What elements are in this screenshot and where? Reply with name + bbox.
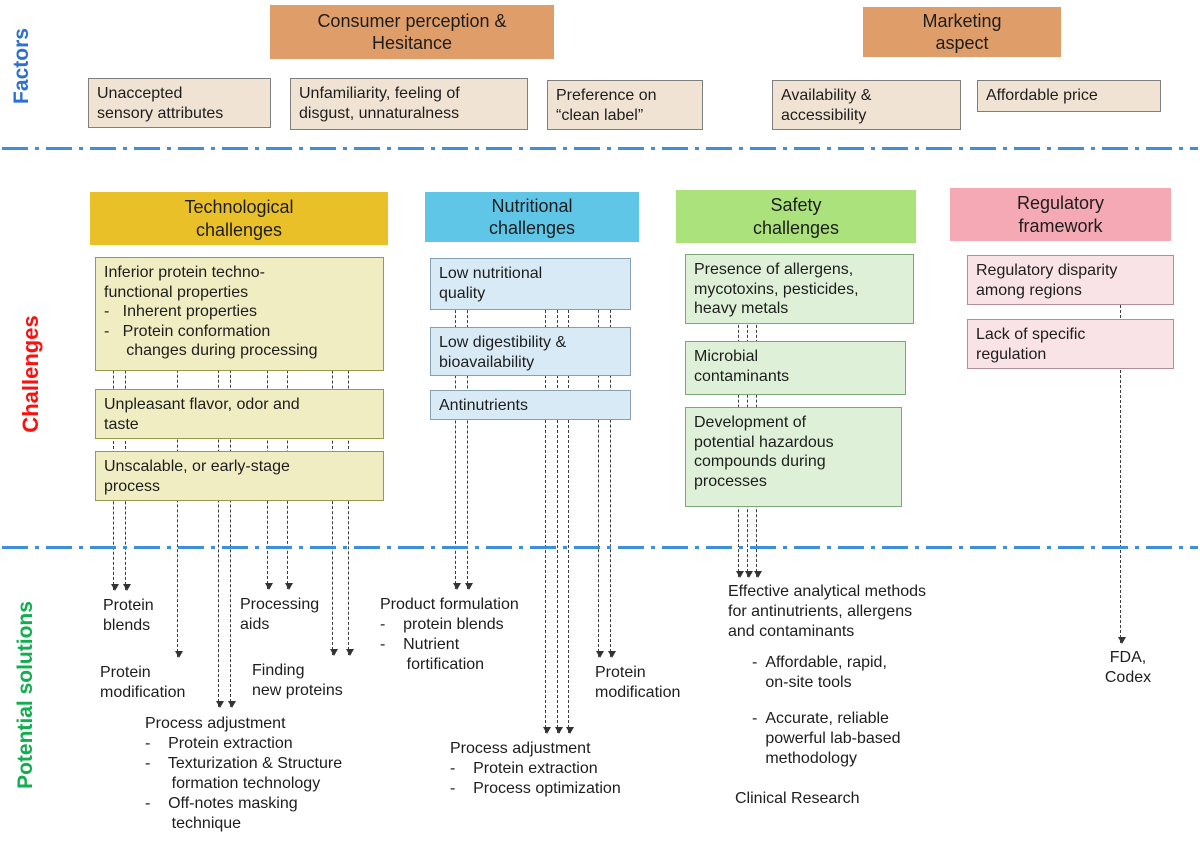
flow-arrow <box>608 280 616 658</box>
solution-protein-blends: Protein blends <box>103 597 154 634</box>
flow-arrow <box>543 280 551 734</box>
tech-challenge-technofunctional-properties: Inferior protein techno- functional prop… <box>95 257 384 371</box>
solution-fda-codex: FDA, Codex <box>1104 649 1152 686</box>
challenge-header-regulatory: Regulatory framework <box>950 188 1171 241</box>
challenge-header-nutritional: Nutritional challenges <box>425 192 639 242</box>
regulatory-challenge-lack-of-regulation: Lack of specific regulation <box>967 319 1174 369</box>
separator-factors-challenges <box>2 147 1198 150</box>
flow-arrow <box>596 280 604 658</box>
factor-box-clean-label-preference: Preference on “clean label” <box>547 80 703 130</box>
factor-box-unaccepted-sensory-attributes: Unaccepted sensory attributes <box>88 78 271 128</box>
nutritional-challenge-low-digestibility: Low digestibility & bioavailability <box>430 327 631 376</box>
solution-lab-based-methodology: - Accurate, reliable powerful lab-based … <box>752 710 901 767</box>
separator-challenges-solutions <box>2 546 1198 549</box>
flow-arrow <box>555 280 563 734</box>
factor-box-unfamiliarity-disgust: Unfamiliarity, feeling of disgust, unnat… <box>290 78 528 130</box>
solution-finding-new-proteins: Finding new proteins <box>252 662 343 699</box>
flow-arrow <box>123 300 131 591</box>
solution-affordable-onsite-tools: - Affordable, rapid, on-site tools <box>752 654 887 691</box>
regulatory-challenge-disparity: Regulatory disparity among regions <box>967 255 1174 305</box>
challenge-header-safety: Safety challenges <box>676 190 916 243</box>
flow-arrow <box>566 280 574 734</box>
flow-arrow <box>228 300 236 708</box>
factors-header-consumer-perception: Consumer perception & Hesitance <box>270 5 554 59</box>
safety-challenge-microbial-contaminants: Microbial contaminants <box>685 341 906 395</box>
flow-arrow <box>1118 280 1126 644</box>
factors-header-marketing-aspect: Marketing aspect <box>863 7 1061 57</box>
flow-arrow <box>111 300 119 591</box>
tech-challenge-unpleasant-flavor: Unpleasant flavor, odor and taste <box>95 389 384 439</box>
flow-arrow <box>465 280 473 590</box>
side-label-potential-solutions: Potential solutions <box>14 601 37 789</box>
solution-analytical-methods: Effective analytical methods for antinut… <box>728 583 927 640</box>
solution-protein-modification-nutritional: Protein modification <box>595 664 681 701</box>
solution-processing-aids: Processing aids <box>240 596 320 633</box>
factor-box-affordable-price: Affordable price <box>977 80 1161 112</box>
solution-process-adjustment-nutritional: Process adjustment - Protein extraction … <box>450 740 621 797</box>
solution-clinical-research: Clinical Research <box>735 790 860 807</box>
solution-protein-modification-tech: Protein modification <box>100 664 186 701</box>
tech-challenge-unscalable-process: Unscalable, or early-stage process <box>95 451 384 501</box>
safety-challenge-hazardous-compounds: Development of potential hazardous compo… <box>685 407 902 507</box>
challenge-header-technological: Technological challenges <box>90 192 388 245</box>
side-label-factors: Factors <box>10 28 33 104</box>
nutritional-challenge-antinutrients: Antinutrients <box>430 390 631 420</box>
safety-challenge-allergens-contaminants: Presence of allergens, mycotoxins, pesti… <box>685 254 914 324</box>
factor-box-availability-accessibility: Availability & accessibility <box>772 80 961 130</box>
flow-arrow <box>265 300 273 590</box>
solution-process-adjustment-tech: Process adjustment - Protein extraction … <box>145 715 343 832</box>
nutritional-challenge-low-quality: Low nutritional quality <box>430 258 631 310</box>
solution-product-formulation: Product formulation - protein blends - N… <box>380 596 519 673</box>
flow-arrow <box>285 300 293 590</box>
side-label-challenges: Challenges <box>18 315 43 433</box>
flow-arrow <box>453 280 461 590</box>
flow-arrow <box>216 300 224 708</box>
